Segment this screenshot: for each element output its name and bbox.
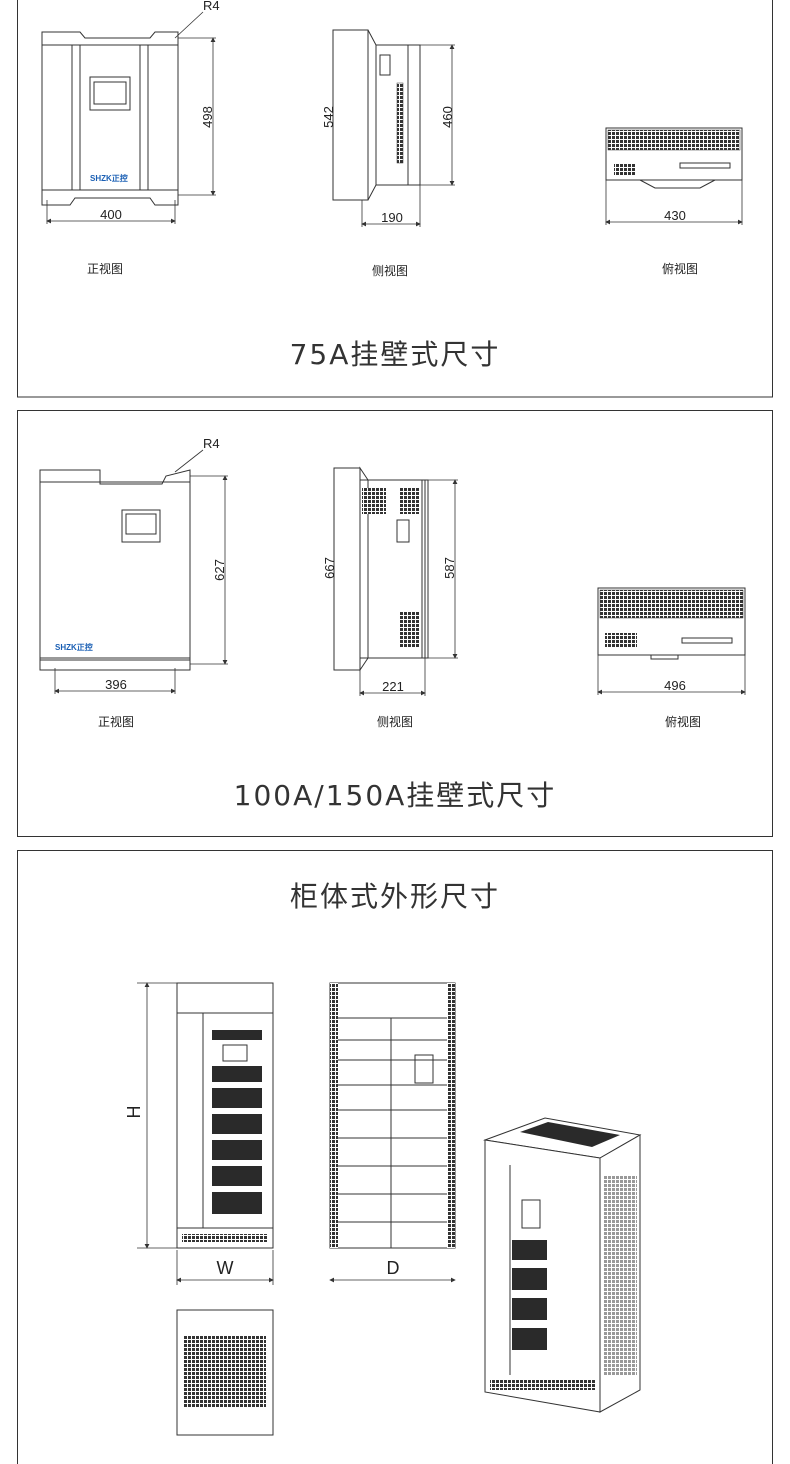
top-view-100a: 496 俯视图 <box>597 587 746 729</box>
radius-label: R4 <box>203 436 220 451</box>
side-total-height-dim: 542 <box>321 106 336 128</box>
radius-label: R4 <box>203 0 220 13</box>
top-view-caption: 俯视图 <box>665 714 701 729</box>
top-view-75a: 430 俯视图 <box>605 127 743 276</box>
front-view-100a: SHZK正控 R4 627 396 正视图 <box>39 436 228 729</box>
cabinet-front-view: H W <box>124 982 274 1285</box>
front-view-caption: 正视图 <box>98 714 134 729</box>
panel-border <box>17 850 773 1464</box>
brand-logo: SHZK正控 <box>90 173 128 183</box>
panel-border <box>17 0 773 398</box>
side-view-100a: 667 587 221 侧视图 <box>322 466 458 729</box>
side-view-caption: 侧视图 <box>377 714 413 729</box>
front-width-dim: 396 <box>105 677 127 692</box>
side-view-caption: 侧视图 <box>372 263 408 278</box>
panel-border <box>17 410 773 837</box>
brand-logo: SHZK正控 <box>55 642 93 652</box>
touch-screen <box>89 76 131 111</box>
panel-100a-150a-wall-mount: SHZK正控 R4 627 396 正视图 667 587 <box>17 410 773 837</box>
height-label: H <box>124 1106 144 1119</box>
width-label: W <box>217 1258 234 1278</box>
side-total-height-dim: 667 <box>322 557 337 579</box>
panel-75a-wall-mount: SHZK正控 R4 498 400 正视图 542 460 1 <box>17 0 773 398</box>
panel-title: 柜体式外形尺寸 <box>290 880 500 913</box>
front-height-dim: 627 <box>212 559 227 581</box>
side-inner-height-dim: 587 <box>442 557 457 579</box>
cabinet-top-view <box>176 1309 274 1436</box>
front-width-dim: 400 <box>100 207 122 222</box>
panel-title: 75A挂壁式尺寸 <box>290 338 501 371</box>
front-view-75a: SHZK正控 R4 498 400 正视图 <box>41 0 220 276</box>
front-height-dim: 498 <box>200 106 215 128</box>
depth-label: D <box>387 1258 400 1278</box>
top-view-caption: 俯视图 <box>662 261 698 276</box>
top-width-dim: 430 <box>664 208 686 223</box>
top-width-dim: 496 <box>664 678 686 693</box>
panel-cabinet: 柜体式外形尺寸 H W <box>17 850 773 1464</box>
side-view-75a: 542 460 190 侧视图 <box>321 29 455 278</box>
side-inner-height-dim: 460 <box>440 106 455 128</box>
cabinet-3d-view <box>483 1117 642 1413</box>
front-view-caption: 正视图 <box>87 261 123 276</box>
touch-screen <box>121 509 161 543</box>
side-depth-dim: 190 <box>381 210 403 225</box>
side-depth-dim: 221 <box>382 679 404 694</box>
cabinet-side-frame-view: D <box>329 982 456 1283</box>
panel-title: 100A/150A挂壁式尺寸 <box>234 779 557 812</box>
